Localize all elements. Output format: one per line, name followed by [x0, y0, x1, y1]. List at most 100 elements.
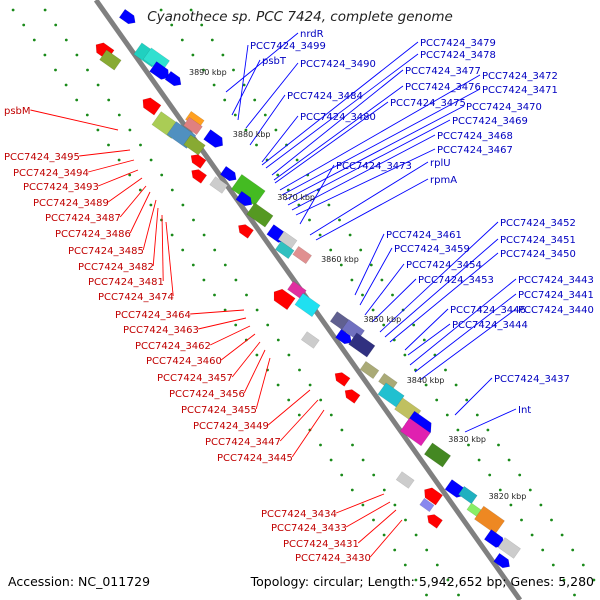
guide-dot: [223, 263, 227, 267]
guide-dot: [403, 353, 407, 357]
forward-leader-line: [273, 85, 404, 181]
guide-dot: [351, 443, 354, 447]
guide-dot: [191, 53, 195, 57]
forward-leader-line: [245, 62, 299, 129]
scale-tick-label: 3860 kbp: [321, 255, 359, 264]
guide-dot: [180, 38, 184, 42]
reverse-leader-line: [345, 501, 391, 528]
forward-gene: [183, 116, 203, 136]
reverse-leader-line: [30, 109, 119, 131]
forward-gene-label: psbT: [262, 56, 287, 67]
guide-dot: [255, 143, 258, 147]
guide-dot: [138, 188, 142, 192]
reverse-leader-line: [165, 221, 174, 297]
scale-tick-label: 3880 kbp: [233, 130, 271, 139]
forward-leader-line: [274, 101, 389, 184]
guide-dot: [435, 398, 439, 402]
reverse-gene-label: PCC7424_3434: [261, 509, 337, 520]
guide-dot: [200, 23, 204, 27]
guide-dot: [43, 53, 47, 57]
forward-leader-line: [309, 161, 429, 236]
guide-dot: [530, 533, 534, 537]
forward-gene-label: Int: [518, 405, 531, 416]
reverse-leader-line: [161, 214, 164, 282]
guide-dot: [192, 218, 195, 222]
guide-dot: [255, 353, 259, 357]
guide-dot: [96, 128, 100, 132]
forward-gene: [274, 240, 295, 260]
guide-dot: [541, 548, 545, 552]
reverse-gene-label: PCC7424_3487: [45, 213, 121, 224]
guide-dot: [22, 23, 26, 27]
forward-leader-line: [271, 69, 404, 176]
forward-gene-label: PCC7424_3472: [482, 71, 558, 82]
guide-dot: [475, 413, 479, 417]
guide-dot: [393, 548, 397, 552]
guide-dot: [518, 473, 522, 477]
reverse-gene: [395, 471, 415, 489]
forward-leader-line: [414, 293, 517, 373]
map-title: Cyanothece sp. PCC 7424, complete genome: [147, 9, 453, 25]
guide-dot: [96, 83, 100, 87]
forward-leader-line: [279, 74, 481, 191]
guide-dot: [329, 248, 333, 252]
reverse-gene-label: PCC7424_3474: [98, 292, 174, 303]
guide-dot: [454, 383, 458, 387]
forward-gene-label: PCC7424_3476: [405, 82, 481, 93]
guide-dot: [128, 173, 132, 177]
guide-dot: [520, 518, 523, 522]
guide-dot: [550, 518, 553, 522]
guide-dot: [202, 233, 206, 237]
reverse-gene-label: PCC7424_3447: [205, 437, 281, 448]
forward-leader-line: [464, 408, 517, 433]
reverse-leader-line: [152, 207, 159, 267]
guide-dot: [64, 83, 68, 87]
reverse-leader-line: [291, 409, 325, 458]
reverse-gene-label: PCC7424_3495: [4, 152, 80, 163]
forward-gene-label: PCC7424_3480: [300, 112, 376, 123]
guide-dot: [329, 458, 333, 462]
guide-dot: [85, 113, 89, 117]
forward-gene-label: PCC7424_3475: [390, 98, 466, 109]
forward-leader-line: [364, 263, 405, 316]
reverse-gene-label: PCC7424_3485: [68, 246, 144, 257]
reverse-leader-line: [369, 519, 403, 558]
guide-dot: [43, 8, 47, 12]
guide-dot: [233, 113, 237, 117]
forward-leader-line: [389, 252, 499, 343]
reverse-gene: [294, 292, 321, 318]
guide-dot: [562, 578, 566, 582]
reverse-leader-line: [98, 169, 139, 187]
guide-dot: [359, 248, 363, 252]
guide-dot: [234, 323, 238, 327]
guide-dot: [412, 323, 416, 327]
forward-gene-label: PCC7424_3471: [482, 85, 558, 96]
forward-gene: [497, 537, 521, 559]
guide-dot: [488, 473, 492, 477]
reverse-leader-line: [336, 493, 385, 514]
guide-dot: [467, 443, 470, 447]
reverse-leader-line: [210, 325, 251, 346]
guide-dot: [350, 278, 354, 282]
reverse-gene: [424, 487, 443, 506]
guide-dot: [382, 488, 386, 492]
forward-leader-line: [315, 178, 429, 241]
forward-gene: [335, 328, 352, 345]
reverse-gene-label: PCC7424_3433: [271, 523, 347, 534]
guide-dot: [107, 98, 111, 102]
forward-leader-line: [379, 221, 499, 333]
guide-dot: [234, 278, 238, 282]
guide-dot: [287, 398, 291, 402]
reverse-gene: [419, 497, 435, 513]
reverse-gene: [300, 331, 320, 349]
guide-dot: [340, 473, 344, 477]
forward-leader-line: [265, 53, 419, 169]
forward-gene-label: PCC7424_3441: [518, 290, 594, 301]
scale-tick-label: 3820 kbp: [489, 492, 527, 501]
guide-dot: [244, 128, 248, 132]
guide-dot: [139, 143, 142, 147]
forward-gene: [399, 417, 431, 447]
reverse-gene: [427, 514, 443, 529]
reverse-leader-line: [79, 149, 131, 157]
forward-gene: [292, 245, 312, 265]
